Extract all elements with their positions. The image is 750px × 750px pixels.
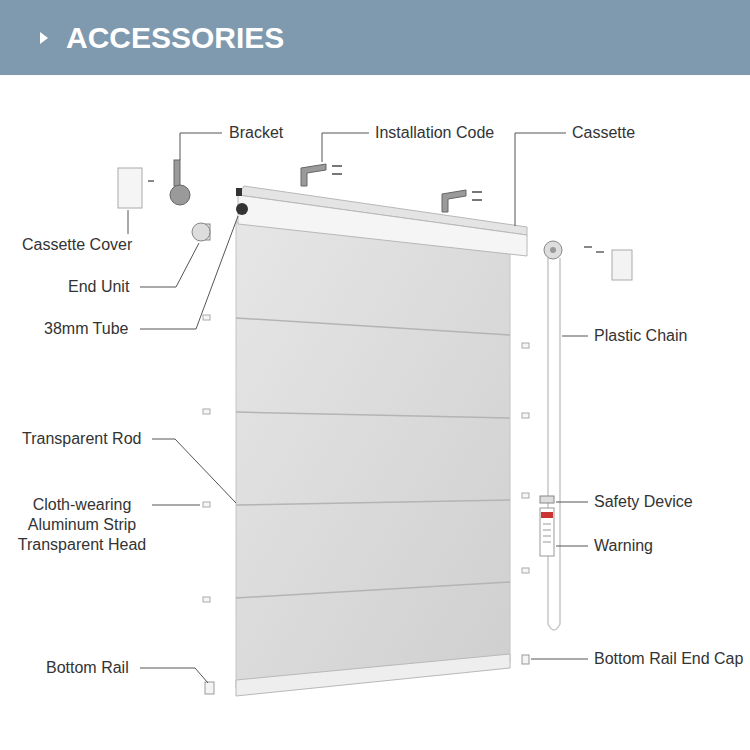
screws-shape [332, 173, 342, 175]
left-end-unit [192, 223, 210, 241]
leader-lines-shape [128, 210, 129, 234]
safety-device-shape [543, 536, 551, 537]
safety-device-shape [543, 542, 551, 543]
screws-shape [472, 199, 482, 201]
chain [548, 258, 560, 630]
cassette-shape [238, 195, 527, 256]
screws [332, 166, 482, 200]
right-end-unit-shape [584, 246, 592, 248]
leader-lines-shape [531, 659, 588, 660]
part-label: 38mm Tube [44, 319, 128, 339]
fabric [236, 222, 510, 688]
chain-shape [548, 258, 560, 630]
header-triangle-shape [40, 32, 48, 44]
part-label: Cassette Cover [22, 235, 132, 255]
transparent-heads-shape [203, 597, 210, 602]
transparent-heads-shape [203, 502, 210, 507]
leader-lines [128, 133, 588, 683]
leader-lines-shape [322, 133, 369, 162]
screws-shape [332, 165, 342, 167]
leader-lines-shape [515, 133, 566, 226]
rods-shape [236, 412, 510, 418]
bracket-part [170, 160, 190, 205]
left-end-unit-shape [192, 223, 210, 241]
right-end-unit-shape [550, 247, 556, 253]
leader-lines-shape [556, 502, 588, 503]
install-brackets-shape [442, 190, 466, 212]
transparent-heads [203, 315, 529, 602]
install-brackets [301, 164, 466, 212]
screws-shape [472, 191, 482, 193]
part-label: Bottom Rail End Cap [594, 649, 743, 669]
leader-lines-shape [140, 216, 238, 329]
install-brackets-shape [301, 164, 326, 186]
transparent-heads-shape [522, 343, 529, 348]
part-label: Transparent Rod [22, 429, 141, 449]
bracket-part-shape [170, 185, 190, 205]
header-triangle [40, 32, 48, 44]
part-label: Bracket [229, 123, 283, 143]
cassette-cover [118, 168, 154, 208]
cassette-shape [236, 188, 242, 196]
bottom-rail-shape [236, 654, 510, 696]
right-end-unit-shape [596, 251, 604, 253]
part-label: End Unit [68, 277, 129, 297]
safety-device-shape [543, 524, 551, 525]
leader-lines-shape [562, 336, 588, 337]
safety-device-shape [543, 530, 551, 531]
transparent-heads-shape [203, 409, 210, 414]
transparent-heads-shape [522, 413, 529, 418]
bottom-rail-shape [522, 655, 529, 664]
leader-lines-shape [556, 546, 588, 547]
page-title: ACCESSORIES [66, 20, 284, 56]
cassette-shape [236, 203, 248, 215]
leader-lines-shape [152, 505, 200, 506]
right-end-unit [544, 241, 632, 280]
part-label: Bottom Rail [46, 658, 129, 678]
safety-device [540, 496, 554, 556]
cassette [236, 186, 527, 256]
part-label: Cloth-wearing Aluminum Strip Transparent… [12, 495, 152, 555]
transparent-heads-shape [522, 493, 529, 498]
safety-device-shape [540, 496, 554, 503]
rods-shape [236, 582, 510, 598]
rods [236, 318, 510, 598]
leader-lines-shape [180, 133, 222, 160]
bracket-part-shape [174, 160, 180, 186]
leader-lines-shape [152, 439, 236, 503]
safety-device-shape [541, 512, 553, 518]
transparent-heads-shape [203, 315, 210, 320]
safety-device-shape [540, 508, 554, 556]
part-label: Safety Device [594, 492, 693, 512]
bottom-rail [205, 654, 529, 696]
part-label: Cassette [572, 123, 635, 143]
right-end-unit-shape [612, 250, 632, 280]
part-label: Installation Code [375, 123, 494, 143]
right-end-unit-shape [544, 241, 562, 259]
bottom-rail-shape [205, 682, 214, 694]
rods-shape [236, 500, 510, 505]
rods-shape [236, 318, 510, 335]
cassette-cover-shape [148, 180, 154, 182]
part-label: Plastic Chain [594, 326, 687, 346]
leader-lines-shape [140, 668, 208, 683]
cassette-cover-shape [118, 168, 142, 208]
leader-lines-shape [140, 243, 199, 287]
part-label: Warning [594, 536, 653, 556]
fabric-shape [236, 222, 510, 688]
transparent-heads-shape [522, 568, 529, 573]
